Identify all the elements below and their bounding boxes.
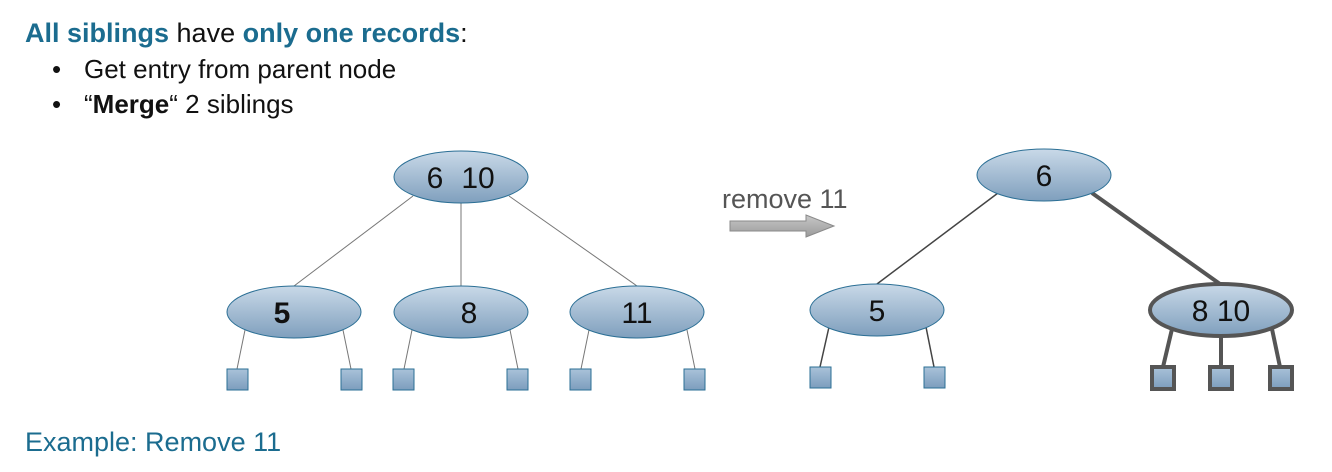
node-after-5: 5 <box>809 283 945 337</box>
node-child-5: 5 <box>226 285 362 339</box>
heading-all-siblings: All siblings <box>25 18 170 48</box>
leaf-square-highlighted <box>1208 365 1234 391</box>
leaf-square <box>226 368 249 391</box>
bullet-dot: • <box>52 89 62 119</box>
node-merged-8-10: 8 10 <box>1148 282 1294 338</box>
bullet-merge-bold: Merge <box>92 89 170 119</box>
node-child-5-key: 5 <box>274 297 291 330</box>
edge-root-to-11 <box>508 195 638 287</box>
before-tree: 6 10 5 8 11 <box>226 150 706 391</box>
node-child-11-shape <box>569 285 705 339</box>
heading-colon: : <box>460 18 468 48</box>
arrow-shape <box>729 214 836 238</box>
edge-after-5-right-leaf <box>925 326 935 368</box>
leaf-square <box>683 368 706 391</box>
leaf-square <box>809 366 832 389</box>
edge-11-right-leaf <box>686 329 696 370</box>
bullet-close-quote: “ <box>169 89 178 119</box>
edge-8-left-leaf <box>403 329 413 370</box>
bullet-dot: • <box>52 54 62 84</box>
node-root-key-2: 10 <box>461 162 494 195</box>
node-child-8: 8 <box>393 285 529 339</box>
edge-after-root-to-5 <box>876 192 999 285</box>
node-merged-keys: 8 10 <box>1192 295 1250 328</box>
example-caption: Example: Remove 11 <box>25 427 282 457</box>
bullet-item-merge: • “Merge“ 2 siblings <box>52 87 396 122</box>
edge-merged-leaf-3 <box>1270 328 1282 368</box>
heading-have: have <box>169 18 243 48</box>
node-child-11-key: 11 <box>621 297 652 330</box>
edge-5-left-leaf <box>236 329 246 370</box>
edge-merged-leaf-1 <box>1161 328 1174 368</box>
leaf-square <box>506 368 529 391</box>
edge-11-left-leaf <box>580 329 590 370</box>
node-child-8-shape <box>393 285 529 339</box>
edge-5-right-leaf <box>342 329 352 370</box>
bullet-merge-rest: 2 siblings <box>177 89 294 119</box>
leaf-square <box>340 368 363 391</box>
node-root-6-10: 6 10 <box>393 150 529 204</box>
node-after-5-shape <box>809 283 945 337</box>
node-child-8-key: 8 <box>461 297 478 330</box>
bullet-item-get-entry: • Get entry from parent node <box>52 52 396 87</box>
transition-arrow: remove 11 <box>722 184 848 238</box>
node-after-5-key: 5 <box>869 295 886 328</box>
node-child-5-shape <box>226 285 362 339</box>
leaf-square <box>569 368 592 391</box>
edge-8-right-leaf <box>509 329 519 370</box>
leaf-square <box>923 366 946 389</box>
edge-root-to-5 <box>293 195 414 287</box>
leaf-square <box>392 368 415 391</box>
node-merged-shape <box>1148 282 1294 338</box>
bullet-open-quote: “ <box>84 89 93 119</box>
bullet-text: Get entry from parent node <box>84 54 397 84</box>
bullet-list: • Get entry from parent node • “Merge“ 2… <box>52 52 396 122</box>
heading-only-one-records: only one records <box>242 18 461 48</box>
leaf-square-highlighted <box>1150 365 1176 391</box>
slide-heading: All siblings have only one records: <box>25 16 468 50</box>
arrow-label: remove 11 <box>722 184 848 214</box>
node-root-shape <box>393 150 529 204</box>
edge-after-5-left-leaf <box>819 326 830 368</box>
node-after-root-shape <box>976 148 1112 202</box>
leaf-square-highlighted <box>1268 365 1294 391</box>
edge-after-root-to-merged <box>1090 191 1222 286</box>
node-after-root-key: 6 <box>1036 160 1053 193</box>
node-after-root-6: 6 <box>976 148 1112 202</box>
node-child-11: 11 <box>569 285 705 339</box>
node-root-key-1: 6 <box>427 162 444 195</box>
after-tree: 6 5 8 10 <box>809 148 1294 391</box>
